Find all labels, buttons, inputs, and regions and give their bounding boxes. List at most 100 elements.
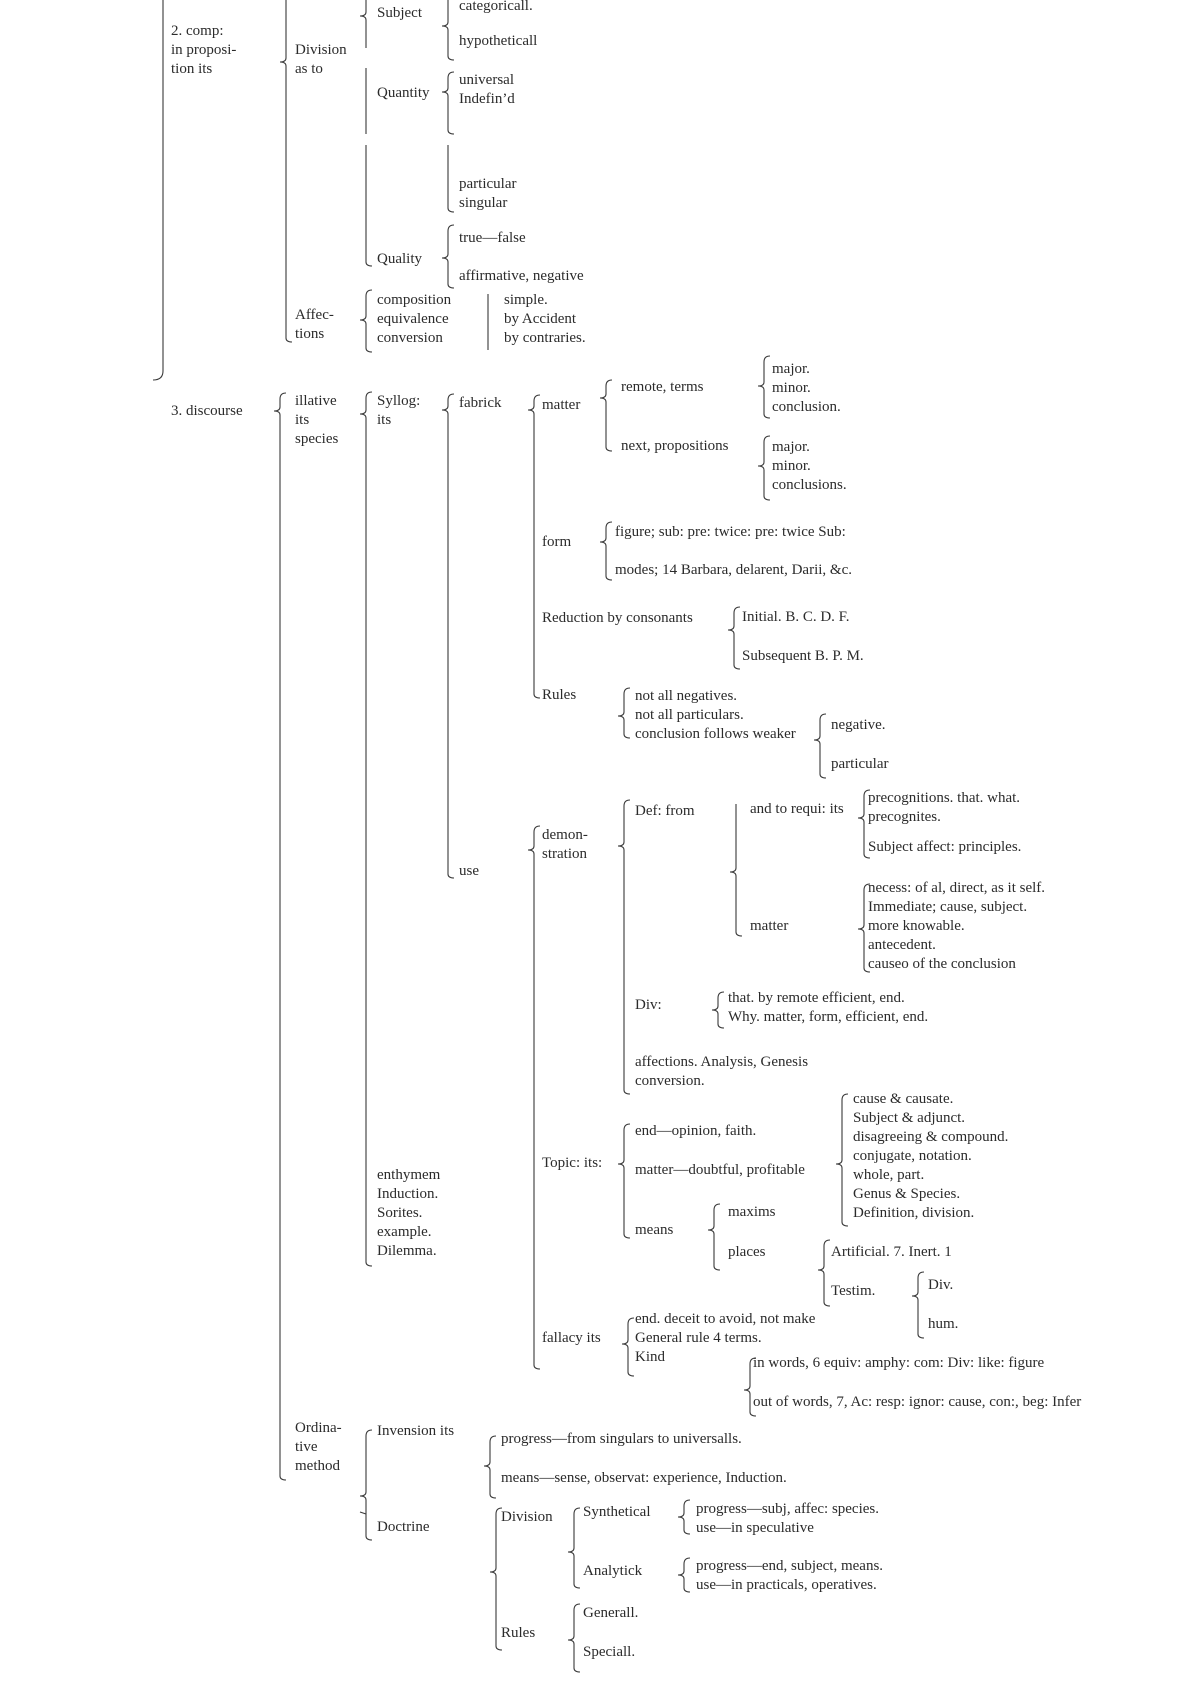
precognitions-text: precognitions. that. what. precognites. [868, 790, 1021, 825]
invension-label: Invension its [377, 1423, 455, 1439]
neg-part-brace [813, 713, 827, 779]
particular-text: particular [831, 756, 889, 772]
ordinative-method: Ordina- tive method [295, 1420, 342, 1474]
in-words-text: in words, 6 equiv: amphy: com: Div: like… [753, 1355, 1045, 1371]
affections-label: Affec- tions [295, 307, 334, 342]
div2-label: Div. [928, 1277, 954, 1293]
fallacy-list: end. deceit to avoid, not make General r… [635, 1311, 816, 1365]
div-brace [711, 991, 725, 1029]
fallacy-brace [621, 1317, 635, 1377]
major2-brace [757, 435, 771, 501]
use-brace [527, 825, 541, 1370]
means-brace [707, 1203, 721, 1271]
categoricall: categoricall. [459, 0, 533, 14]
topic-list: cause & causate. Subject & adjunct. disa… [853, 1091, 1009, 1221]
means-label: means [635, 1222, 674, 1238]
def-from: Def: from [635, 803, 695, 819]
precognitions-brace [857, 789, 871, 859]
method-rules-brace [567, 1603, 581, 1673]
use-label: use [459, 863, 479, 879]
fabrick-brace [441, 393, 455, 879]
affections-brace [359, 289, 373, 353]
universal-brace [441, 71, 455, 135]
affirmative-negative: affirmative, negative [459, 268, 584, 284]
matter-label: matter [542, 397, 581, 413]
necess-list: necess: of al, direct, as it self. Immed… [868, 880, 1046, 972]
cat-hyp-brace [441, 0, 455, 61]
analytick-label: Analytick [583, 1563, 643, 1579]
subject-affect-text: Subject affect: principles. [868, 839, 1022, 855]
modes-text: modes; 14 Barbara, delarent, Darii, &c. [615, 562, 852, 578]
subject-brace [359, 0, 367, 48]
form-label: form [542, 534, 572, 550]
next-propositions: next, propositions [621, 438, 729, 454]
words-brace [743, 1357, 757, 1417]
fallacy-label: fallacy its [542, 1330, 601, 1346]
discourse-label: 3. discourse [171, 403, 243, 419]
discourse-brace [273, 392, 287, 1481]
quantity-label: Quantity [377, 85, 430, 101]
remote-terms: remote, terms [621, 379, 704, 395]
maxims-label: maxims [728, 1204, 776, 1220]
initial-text: Initial. B. C. D. F. [742, 609, 850, 625]
quality-label: Quality [377, 251, 422, 267]
illative-species: illative its species [295, 393, 339, 447]
rules-label: Rules [542, 687, 577, 703]
method-brace [359, 1429, 373, 1541]
composition-list: composition equivalence conversion [377, 292, 452, 346]
and-to-requi: and to requi: its [750, 801, 844, 817]
division-as-to: Division as to [295, 42, 347, 77]
topic-brace [617, 1123, 631, 1239]
hum-label: hum. [928, 1316, 959, 1332]
particular-singular: particular singular [459, 176, 517, 211]
reduction-brace [727, 606, 741, 670]
comp-label: 2. comp: in proposi- tion its [171, 23, 237, 77]
means-text: means—sense, observat: experience, Induc… [501, 1470, 787, 1486]
quantity-lower-brace [365, 145, 373, 267]
particular-brace [447, 145, 455, 213]
method-tick [359, 1511, 367, 1515]
universal-indefind: universal Indefin’d [459, 72, 515, 107]
progress-text: progress—from singulars to universalls. [501, 1431, 742, 1447]
syllog-brace [359, 391, 373, 1267]
rules-list: not all negatives. not all particulars. … [635, 688, 796, 742]
demonstration-label: demon- stration [542, 827, 588, 862]
end-opinion: end—opinion, faith. [635, 1123, 757, 1139]
matter-doubtful: matter—doubtful, profitable [635, 1162, 805, 1178]
rules-brace [617, 687, 631, 739]
doctrine-brace [489, 1507, 503, 1651]
remote-next-brace [599, 379, 613, 452]
artificial-text: Artificial. 7. Inert. 1 [831, 1244, 952, 1260]
doctrine-label: Doctrine [377, 1519, 430, 1535]
div-list: that. by remote efficient, end. Why. mat… [728, 990, 929, 1025]
matter-brace [527, 394, 541, 699]
testim-brace [911, 1271, 925, 1339]
generall-label: Generall. [583, 1605, 639, 1621]
topic-label: Topic: its: [542, 1155, 603, 1171]
div-label: Div: [635, 997, 662, 1013]
testim-label: Testim. [831, 1283, 876, 1299]
def-from-brace [729, 804, 743, 937]
negative-text: negative. [831, 717, 886, 733]
places-label: places [728, 1244, 766, 1260]
true-false: true—false [459, 230, 526, 246]
figure-text: figure; sub: pre: twice: pre: twice Sub: [615, 524, 846, 540]
enthymem-list: enthymem Induction. Sorites. example. Di… [377, 1167, 441, 1259]
quality-brace [441, 224, 455, 289]
major-minor-conclusion: major. minor. conclusion. [772, 361, 841, 415]
places-brace [817, 1239, 831, 1307]
synth-brace [677, 1499, 691, 1535]
invension-brace [483, 1435, 497, 1499]
major-minor-conclusions: major. minor. conclusions. [772, 439, 847, 493]
division-brace [567, 1507, 581, 1589]
matter2-label: matter [750, 918, 789, 934]
synthetical-list: progress—subj, affec: species. use—in sp… [696, 1501, 880, 1536]
method-rules-label: Rules [501, 1625, 536, 1641]
outer-brace-line [152, 0, 164, 381]
major1-brace [757, 355, 771, 419]
synthetical-label: Synthetical [583, 1504, 651, 1520]
anal-brace [677, 1557, 691, 1593]
division-label: Division [501, 1509, 553, 1525]
